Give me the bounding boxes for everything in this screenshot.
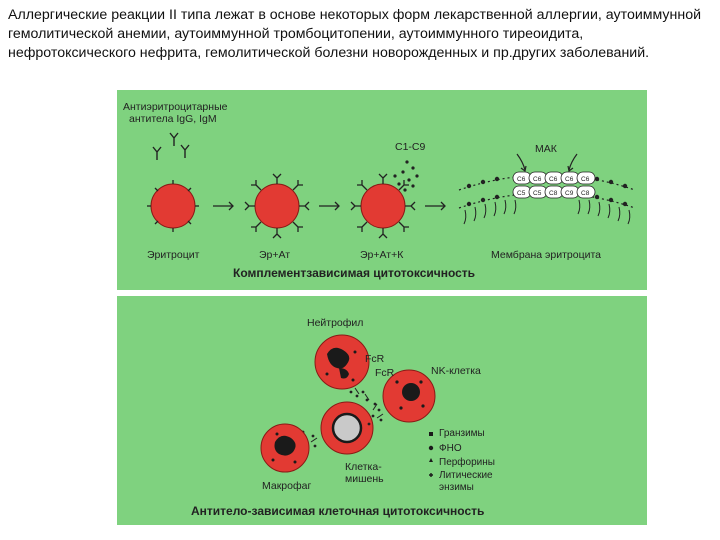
legend-tnf: ФНО	[439, 443, 462, 454]
antibody-label-line2: антитела IgG, IgM	[129, 113, 217, 125]
legend-marker-lytic	[429, 473, 433, 477]
label-erythrocyte: Эритроцит	[147, 249, 200, 261]
erythrocyte-icon	[147, 180, 199, 232]
legend: Гранзимы ФНО Перфорины Литические энзимы	[429, 428, 495, 493]
macrophage-label: Макрофаг	[262, 480, 311, 492]
fcr-label-1: FcR	[365, 353, 385, 365]
arrow-3-icon	[425, 202, 445, 210]
arrow-2-icon	[319, 202, 339, 210]
svg-text:C6: C6	[533, 176, 542, 183]
legend-perforins: Перфорины	[439, 456, 495, 468]
target-cell-icon	[321, 402, 373, 454]
label-er-at-k: Эр+Ат+К	[360, 249, 404, 261]
svg-text:C6: C6	[581, 176, 590, 183]
heading-text: Аллергические реакции II типа лежат в ос…	[8, 6, 712, 63]
svg-text:C6: C6	[549, 176, 558, 183]
free-antibody-icons	[153, 133, 189, 160]
legend-granzymes: Гранзимы	[439, 428, 485, 439]
target-cell-label-2: мишень	[345, 473, 384, 485]
membrane-lipid-tails-icon	[464, 200, 630, 224]
adcc-panel: Нейтрофил FcR FcR NK-клетка Клетка- мише…	[117, 296, 647, 525]
neutrophil-icon	[315, 335, 369, 389]
complement-label: C1-C9	[395, 141, 426, 153]
complement-dots-icon	[393, 160, 418, 191]
erythrocyte-antibody-icon	[245, 174, 309, 238]
antibody-label-line1: Антиэритроцитарные	[123, 101, 228, 113]
svg-text:C8: C8	[581, 190, 590, 197]
panel-top-title: Комплементзависимая цитотоксичность	[233, 266, 475, 280]
svg-text:C5: C5	[517, 190, 526, 197]
fcr-label-2: FcR	[375, 367, 395, 379]
target-cell-label-1: Клетка-	[345, 461, 382, 473]
macrophage-icon	[261, 424, 309, 472]
svg-text:C8: C8	[549, 190, 558, 197]
legend-marker-tnf	[429, 446, 433, 450]
svg-text:C6: C6	[517, 176, 526, 183]
mac-arrows-icon	[517, 154, 577, 171]
label-er-at: Эр+Ат	[259, 249, 290, 261]
legend-marker-perforins	[429, 458, 433, 462]
panel-bottom-title: Антитело-зависимая клеточная цитотоксичн…	[191, 504, 484, 518]
label-membrane: Мембрана эритроцита	[491, 249, 601, 261]
legend-lytic-line1: Литические	[439, 470, 493, 481]
mac-label: МАК	[535, 143, 558, 155]
legend-lytic-line2: энзимы	[439, 482, 474, 493]
arrow-1-icon	[213, 202, 233, 210]
neutrophil-label: Нейтрофил	[307, 317, 363, 329]
mac-complex-icon: C6 C6 C6 C6 C6 C5 C5 C8 C9 C8	[513, 172, 595, 198]
legend-marker-granzymes	[429, 432, 433, 436]
complement-panel: Антиэритроцитарные антитела IgG, IgM	[117, 90, 647, 290]
svg-text:C5: C5	[533, 190, 542, 197]
svg-text:C6: C6	[565, 176, 574, 183]
svg-text:C9: C9	[565, 190, 574, 197]
nk-cell-label: NK-клетка	[431, 365, 481, 377]
erythrocyte-antibody-complement-icon	[351, 174, 415, 238]
